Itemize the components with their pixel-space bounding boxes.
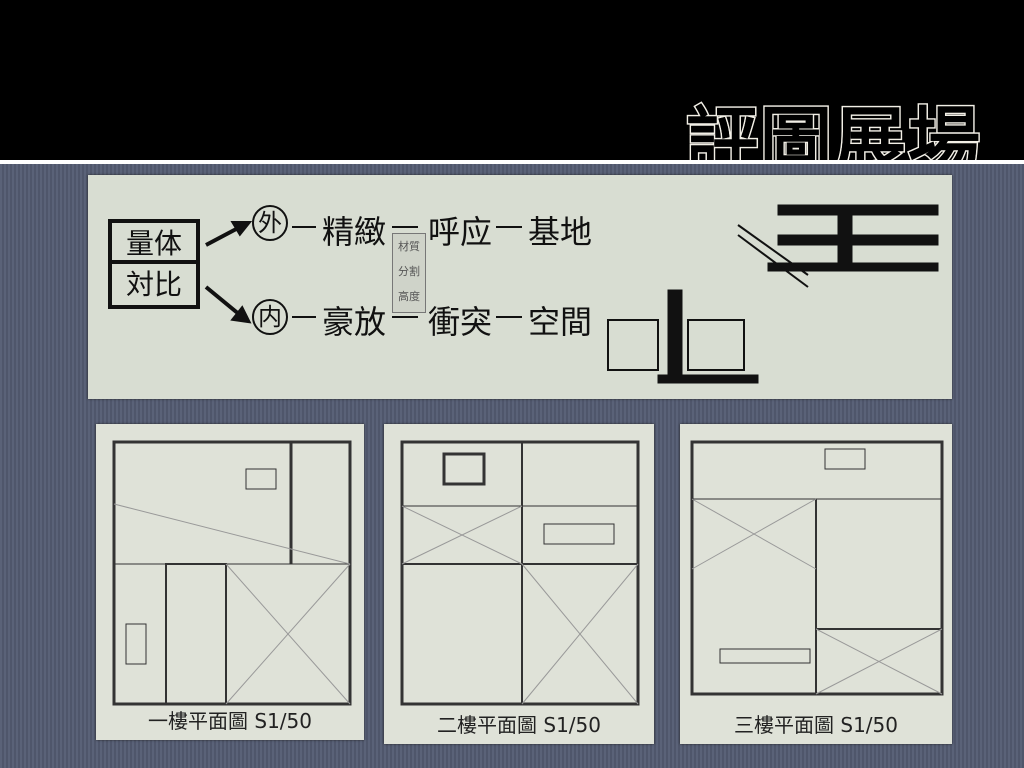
plan-caption: 一樓平面圖 S1/50 — [148, 709, 312, 733]
outer-circle-label: 外 — [252, 205, 288, 241]
plan-caption: 三樓平面圖 S1/50 — [734, 713, 898, 737]
plan-caption: 二樓平面圖 S1/50 — [437, 713, 601, 737]
row1-item: 呼应 — [428, 213, 493, 251]
floor-plan-drawing — [690, 440, 944, 696]
floor-plan-2-photo: 二樓平面圖 S1/50 — [384, 424, 654, 744]
note-box: 材質 分割 高度 — [392, 233, 426, 313]
note-line: 分割 — [398, 265, 420, 278]
massing-contrast-box: 量体 対比 — [108, 219, 200, 309]
steel-joint-sketch — [607, 204, 939, 384]
floor-plan-drawing — [400, 440, 640, 706]
row2-item: 衝突 — [428, 303, 493, 341]
floor-plan-3-photo: 三樓平面圖 S1/50 — [680, 424, 952, 744]
floor-plan-1-photo: 一樓平面圖 S1/50 — [96, 424, 364, 740]
concept-diagram-photo: 量体 対比 外 内 精緻 呼应 基地 豪放 衝突 空間 材質 分割 高度 — [88, 175, 952, 399]
diagram-arrows — [204, 204, 939, 384]
row1-item: 精緻 — [322, 213, 387, 251]
note-line: 材質 — [398, 240, 420, 253]
row1-item: 基地 — [528, 213, 593, 251]
inner-circle-label: 内 — [252, 299, 288, 335]
header-divider — [0, 160, 1024, 164]
floor-plan-drawing — [112, 440, 352, 706]
note-line: 高度 — [398, 290, 420, 303]
box-top-label: 量体 — [112, 223, 196, 264]
row2-item: 豪放 — [322, 303, 387, 341]
box-bottom-label: 対比 — [125, 268, 182, 301]
slide-header — [0, 0, 1024, 160]
row2-item: 空間 — [528, 303, 593, 341]
